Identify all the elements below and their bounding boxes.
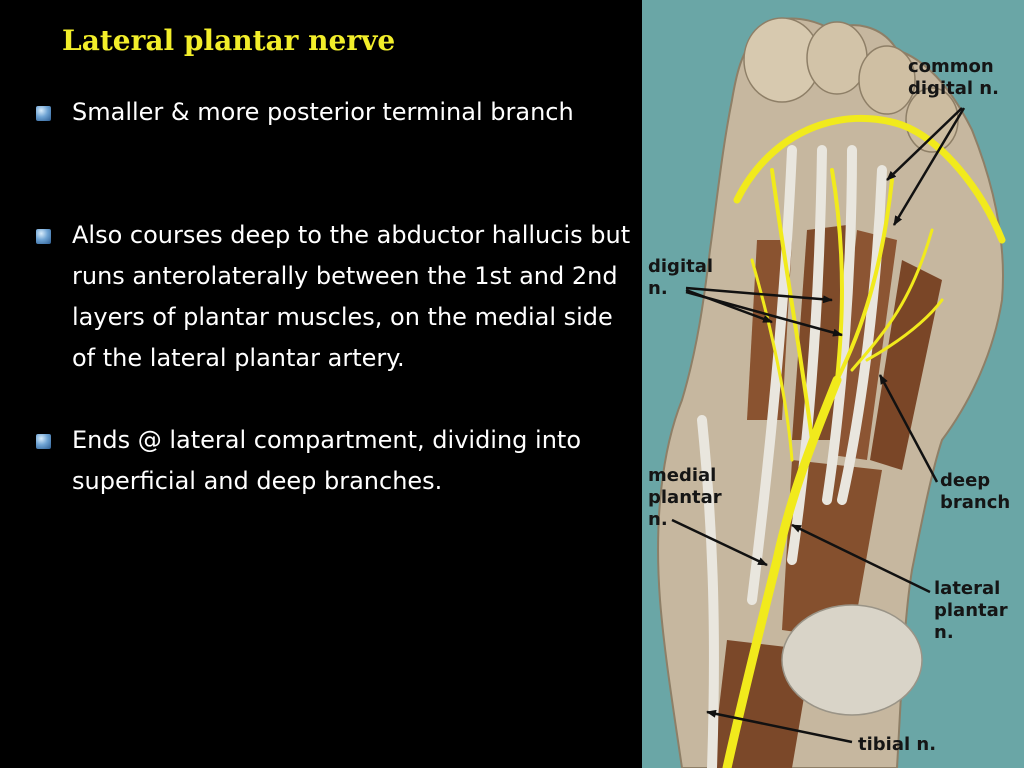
heel-bone bbox=[781, 604, 923, 716]
label-digital: n. bbox=[648, 278, 668, 299]
bullet-icon bbox=[36, 106, 51, 121]
bullet-item: Also courses deep to the abductor halluc… bbox=[32, 215, 632, 379]
nerve-branches bbox=[722, 168, 944, 768]
bullet-text: Also courses deep to the abductor halluc… bbox=[72, 221, 631, 372]
slide-title: Lateral plantar nerve bbox=[62, 24, 396, 57]
bullet-icon bbox=[36, 229, 51, 244]
bullet-item: Ends @ lateral compartment, dividing int… bbox=[32, 420, 632, 502]
bullet-icon bbox=[36, 434, 51, 449]
bullet-text: Smaller & more posterior terminal branch bbox=[72, 98, 574, 126]
foot-anatomy-figure: common digital n. digital n. medial plan… bbox=[642, 0, 1024, 768]
tendons bbox=[697, 145, 887, 768]
label-lateral-plantar: n. bbox=[934, 622, 954, 643]
bullet-list: Smaller & more posterior terminal branch… bbox=[32, 92, 632, 502]
label-medial-plantar: n. bbox=[648, 509, 668, 530]
bullet-item: Smaller & more posterior terminal branch bbox=[32, 92, 632, 133]
label-pointers bbox=[671, 107, 966, 744]
bullet-text: Ends @ lateral compartment, dividing int… bbox=[72, 426, 582, 495]
label-digital: digital bbox=[648, 256, 713, 277]
label-common-digital: common bbox=[908, 56, 994, 77]
label-deep-branch: deep bbox=[940, 470, 990, 491]
label-tibial: tibial n. bbox=[858, 734, 936, 755]
label-medial-plantar: plantar bbox=[648, 487, 722, 508]
label-common-digital: digital n. bbox=[908, 78, 999, 99]
label-lateral-plantar: plantar bbox=[934, 600, 1008, 621]
label-medial-plantar: medial bbox=[648, 465, 716, 486]
toes bbox=[743, 17, 959, 153]
common-digital-nerve-arch bbox=[733, 114, 1006, 244]
label-lateral-plantar: lateral bbox=[934, 578, 1000, 599]
label-deep-branch: branch bbox=[940, 492, 1010, 513]
foot-anatomy-illustration: common digital n. digital n. medial plan… bbox=[642, 0, 1024, 768]
